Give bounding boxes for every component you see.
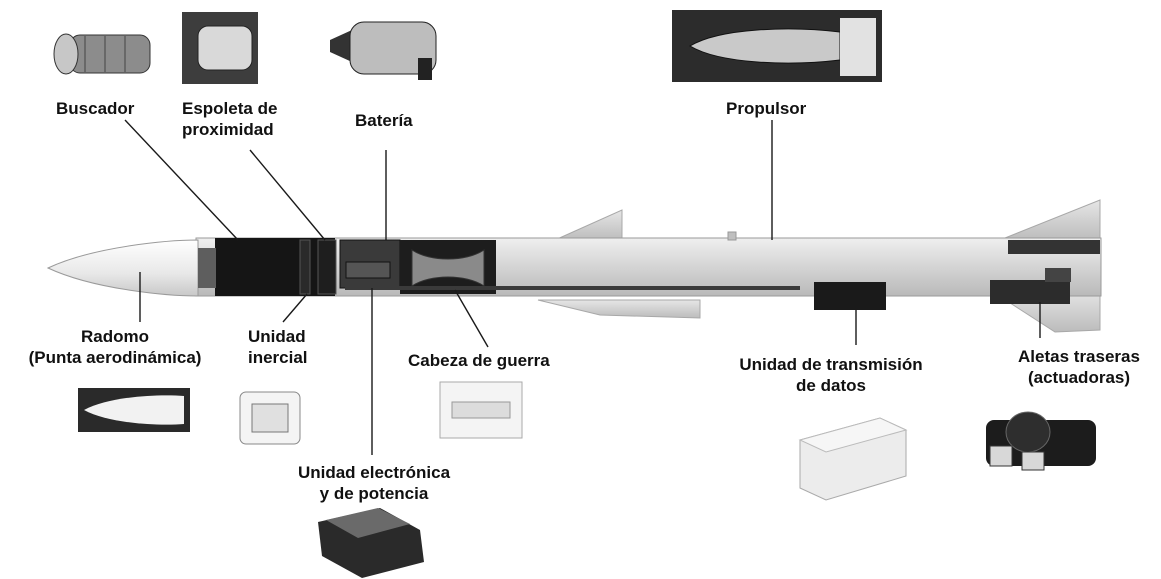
label-radomo: Radomo (Punta aerodinámica) <box>28 327 202 367</box>
seeker-thumbnail <box>53 33 151 75</box>
leader-buscador <box>124 119 239 241</box>
label-espoleta: Espoleta de proximidad <box>182 99 278 139</box>
inertial-thumbnail <box>239 391 301 445</box>
warhead-thumbnail <box>439 381 523 439</box>
actuator-section <box>990 280 1070 304</box>
fuze-thumbnail <box>182 12 258 84</box>
label-cabeza-guerra: Cabeza de guerra <box>408 351 550 370</box>
label-buscador: Buscador <box>56 99 135 118</box>
radome-thumbnail <box>78 388 190 432</box>
rear-band <box>1008 240 1100 254</box>
leader-espoleta <box>249 149 326 241</box>
actuator-thumbnail <box>986 411 1096 471</box>
rear-upper-fin <box>1004 199 1101 241</box>
front-lower-fin <box>537 299 701 319</box>
label-unidad-transmision: Unidad de transmisión de datos <box>739 355 923 395</box>
leader-lines <box>124 119 1041 455</box>
electronics-thumbnail <box>318 508 424 578</box>
leader-cabeza-guerra <box>454 289 489 348</box>
radome <box>46 239 199 297</box>
label-propulsor: Propulsor <box>726 99 807 118</box>
front-upper-fin <box>554 209 623 241</box>
datalink-thumbnail <box>798 417 908 501</box>
label-unidad-electronica: Unidad electrónica y de potencia <box>297 463 451 503</box>
label-unidad-inercial: Unidad inercial <box>248 327 308 367</box>
datalink-module <box>814 282 886 310</box>
seeker-section <box>215 238 335 296</box>
propulsor-thumbnail <box>672 10 882 82</box>
label-aletas: Aletas traseras (actuadoras) <box>1018 347 1140 387</box>
battery-thumbnail <box>330 21 437 80</box>
label-bateria: Batería <box>355 111 413 130</box>
leader-unidad-inercial <box>282 293 308 323</box>
